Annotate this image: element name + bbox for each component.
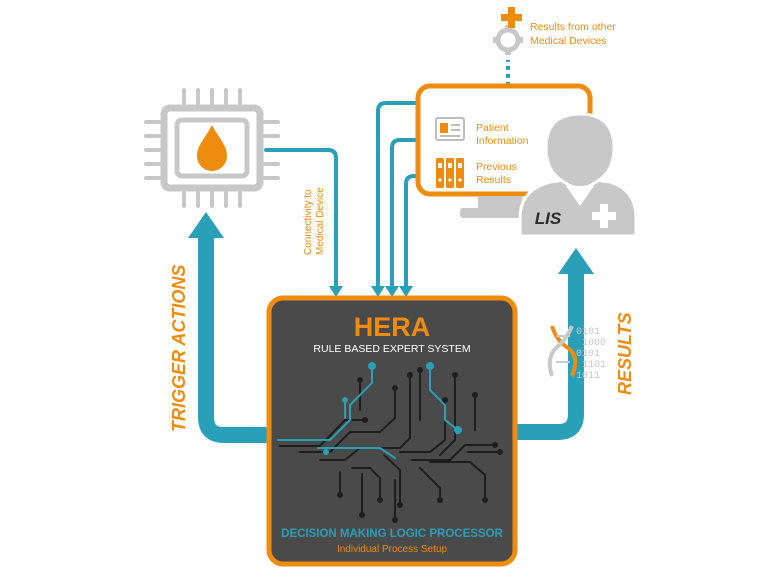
droplet-icon	[197, 125, 227, 171]
binary-digits: 0101 1000 0101 1101 1011	[576, 327, 606, 382]
patient-card-icon	[435, 117, 465, 141]
binary-line-2: 1000	[582, 338, 606, 349]
connectivity-label-2: Medical Device	[315, 187, 326, 255]
connector-patient-to-hera	[390, 138, 432, 292]
binary-line-5: 1011	[576, 371, 600, 382]
binary-line-4: 1101	[582, 360, 606, 371]
results-other-label-2: Medical Devices	[530, 35, 606, 47]
lis-label: LIS	[535, 209, 562, 228]
binary-line-3: 0101	[576, 349, 600, 360]
patient-info-label-1: Patient	[476, 122, 509, 134]
connector-monitor-to-hera-1	[376, 101, 428, 292]
chip-droplet-icon	[144, 88, 280, 208]
gear-plus-icon	[493, 7, 523, 55]
dna-icon	[547, 325, 578, 377]
connector-chip-to-hera	[264, 148, 338, 292]
results-arrow	[512, 248, 594, 440]
hera-title: HERA	[354, 312, 431, 342]
connectors	[264, 101, 432, 292]
patient-info-label-2: Information	[476, 135, 529, 147]
binders-icon	[436, 158, 464, 188]
connector-arrowheads	[329, 286, 413, 297]
trigger-actions-label: TRIGGER ACTIONS	[169, 265, 189, 432]
circuit-icon	[277, 362, 503, 523]
hera-subtitle: RULE BASED EXPERT SYSTEM	[313, 343, 470, 355]
decision-subtitle: Individual Process Setup	[337, 544, 448, 555]
previous-results-label-1: Previous	[476, 161, 517, 173]
binary-line-1: 0101	[576, 327, 600, 338]
connector-results-to-hera	[404, 174, 432, 292]
trigger-arrow	[188, 212, 272, 443]
connectivity-label-1: Connectivity to	[303, 189, 314, 255]
results-other-label-1: Results from other	[530, 21, 616, 33]
doctor-icon	[518, 112, 638, 238]
previous-results-label-2: Results	[476, 174, 511, 186]
hera-panel: HERA RULE BASED EXPERT SYSTEM	[266, 295, 518, 567]
results-label: RESULTS	[615, 312, 635, 395]
decision-title: DECISION MAKING LOGIC PROCESSOR	[281, 528, 503, 540]
